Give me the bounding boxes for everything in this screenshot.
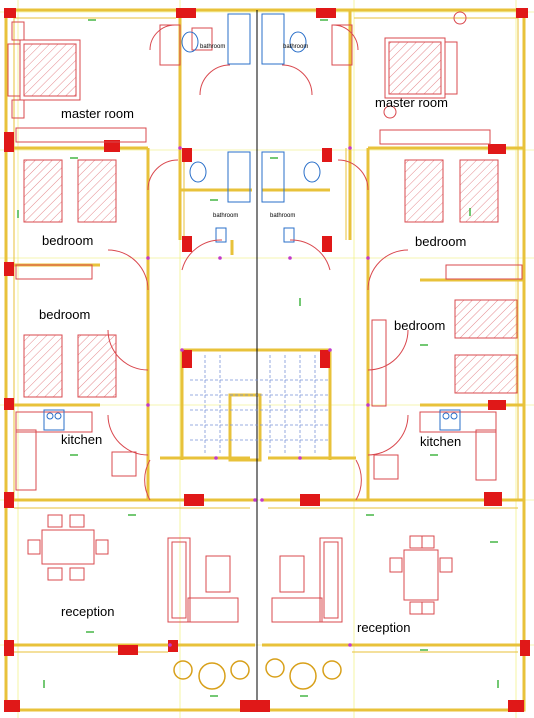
connection-markers	[146, 146, 370, 647]
label-bathroom-mid-right: bathroom	[270, 213, 296, 219]
label-reception-right: reception	[357, 620, 411, 635]
door-swings	[107, 24, 409, 501]
label-reception-left: reception	[61, 604, 115, 619]
label-bedroom-left-1: bedroom	[42, 233, 94, 248]
label-kitchen-left: kitchen	[61, 432, 103, 447]
balcony-chairs	[173, 658, 342, 690]
label-bathroom-mid-left: bathroom	[213, 213, 239, 219]
label-bedroom-right-1: bedroom	[415, 234, 467, 249]
sanitary-fixtures	[43, 13, 461, 431]
label-bathroom-top-right: bathroom	[283, 44, 309, 50]
label-bedroom-left-2: bedroom	[39, 307, 91, 322]
furniture	[7, 11, 523, 623]
label-bedroom-right-2: bedroom	[394, 318, 446, 333]
dimension-marks	[17, 19, 499, 697]
columns	[4, 8, 530, 712]
inner-wall-lines	[13, 17, 519, 653]
label-bathroom-top-left: bathroom	[200, 44, 226, 50]
label-master-room-right: master room	[375, 95, 448, 110]
label-master-room-left: master room	[61, 106, 134, 121]
label-kitchen-right: kitchen	[420, 434, 462, 449]
staircase	[190, 355, 330, 455]
